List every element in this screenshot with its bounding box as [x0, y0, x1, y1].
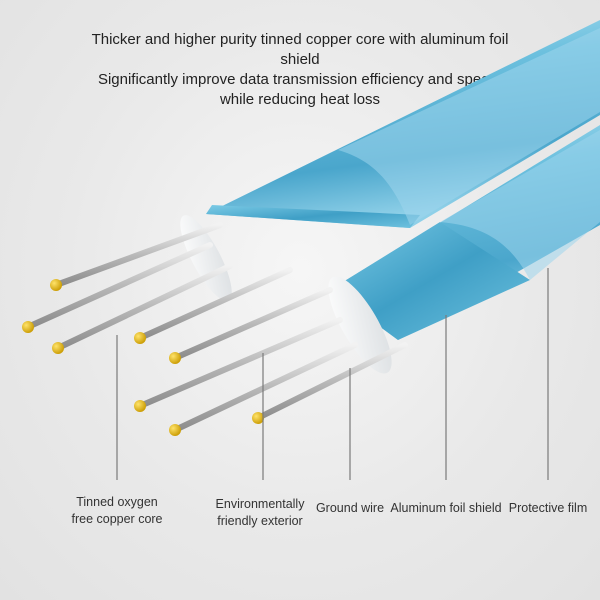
copper-tip — [50, 279, 62, 291]
wire — [137, 317, 343, 409]
label-exterior: Environmentally friendly exterior — [215, 497, 305, 528]
wire — [137, 267, 293, 341]
headline: Thicker and higher purity tinned copper … — [0, 30, 600, 110]
copper-tip — [169, 424, 181, 436]
copper-tip — [252, 412, 264, 424]
lower-cable-inner — [328, 276, 392, 374]
copper-tip — [134, 400, 146, 412]
leader-lines — [116, 268, 549, 480]
upper-cable-highlight — [338, 28, 600, 225]
wire — [53, 222, 223, 288]
wire — [172, 287, 333, 361]
lower-wires — [134, 287, 408, 436]
headline-line-1: Thicker and higher purity tinned copper … — [91, 31, 509, 48]
label-foil-shield: Aluminum foil shield — [390, 501, 502, 515]
wire — [27, 242, 213, 329]
copper-tip — [169, 352, 181, 364]
label-copper-core: Tinned oxygen free copper core — [71, 495, 163, 526]
copper-tip — [134, 332, 146, 344]
upper-cable-foil — [206, 205, 420, 228]
lower-cable-foil — [330, 222, 530, 340]
copper-tip — [22, 321, 34, 333]
wire — [172, 342, 358, 433]
headline-line-2: shield — [280, 51, 320, 68]
ground-wire — [255, 342, 408, 421]
label-protective-film: Protective film — [508, 501, 588, 515]
upper-wires — [22, 222, 293, 354]
upper-cable — [180, 20, 600, 301]
headline-line-4: while reducing heat loss — [219, 91, 381, 108]
headline-line-3: Significantly improve data transmission … — [97, 71, 503, 88]
wire — [55, 263, 233, 351]
copper-tip — [52, 342, 64, 354]
lower-cable-highlight — [440, 130, 600, 280]
lower-cable — [328, 125, 600, 374]
label-ground-wire: Ground wire — [315, 501, 385, 515]
